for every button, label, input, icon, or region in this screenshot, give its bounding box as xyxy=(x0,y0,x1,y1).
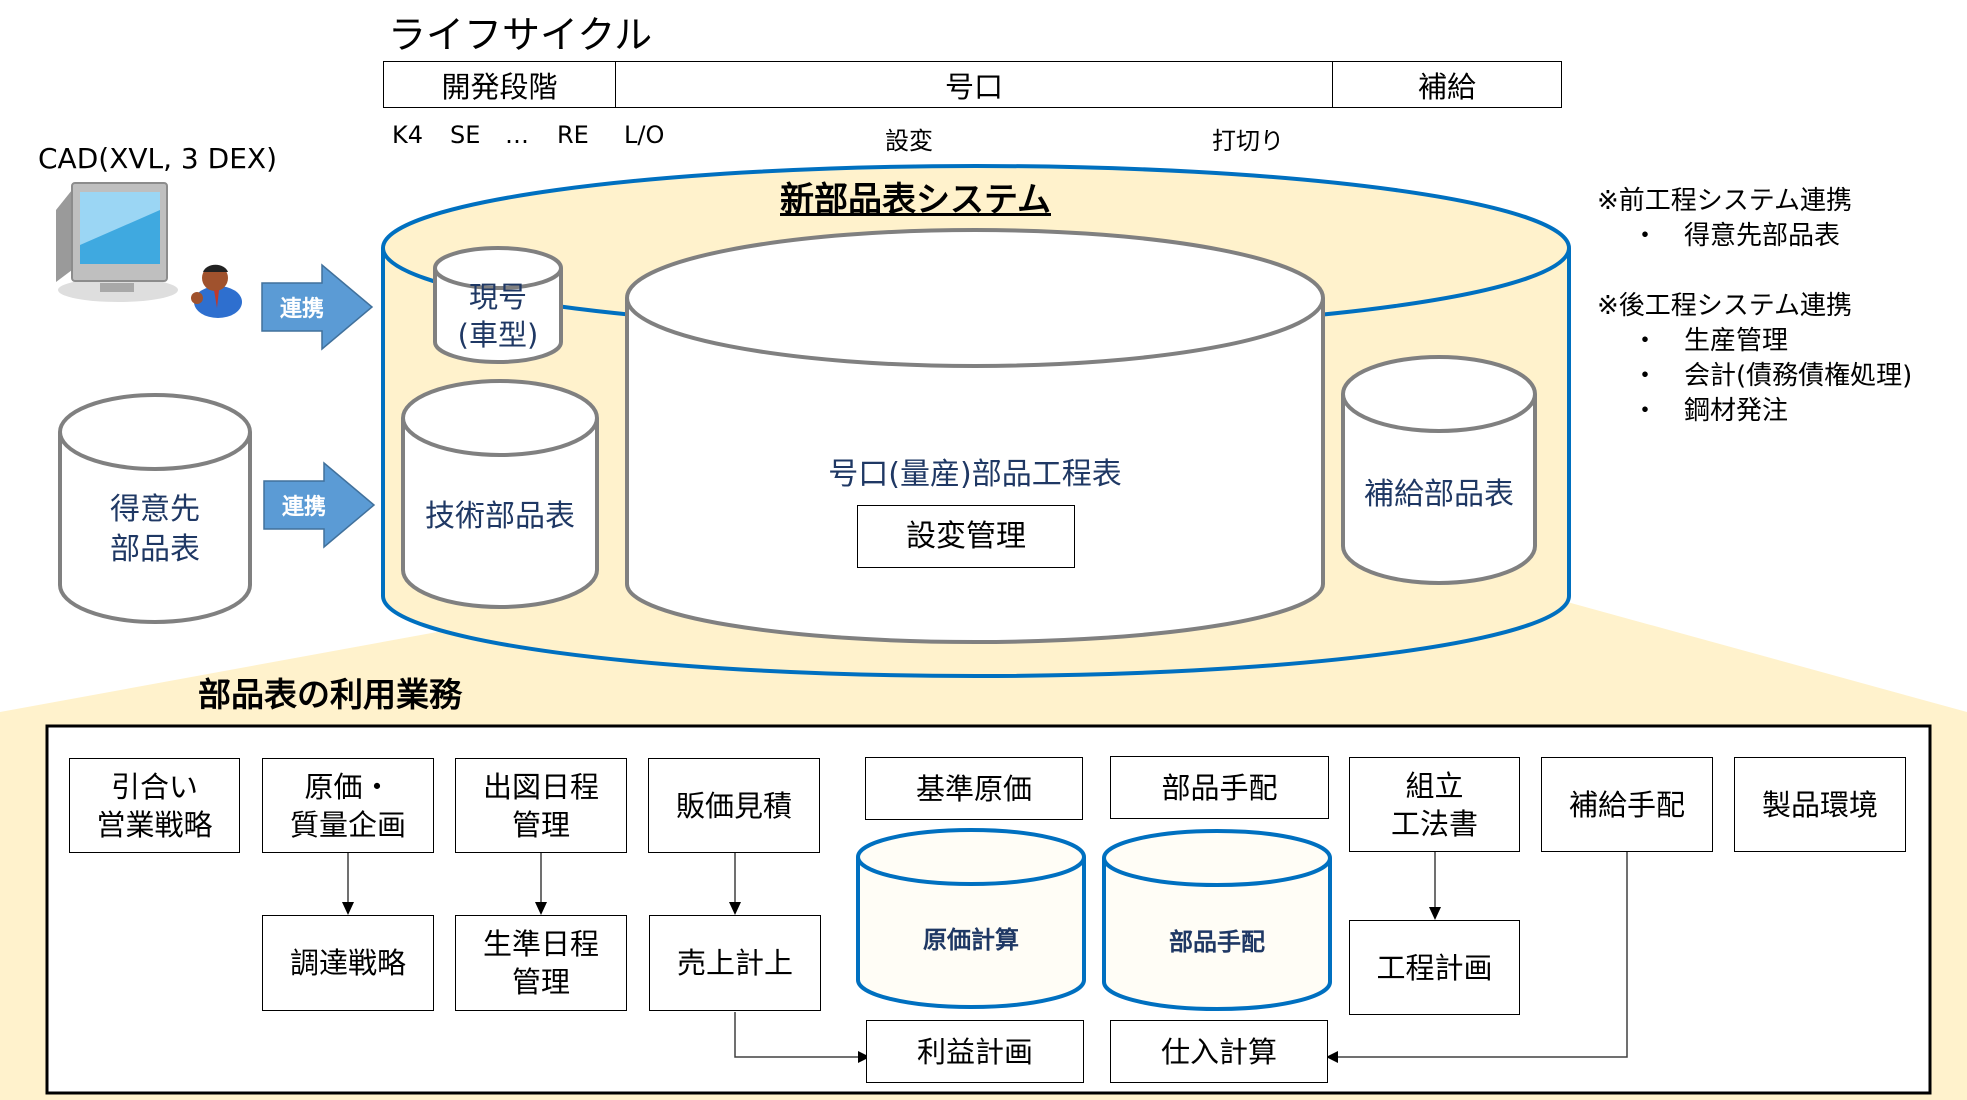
usage-box-line: 営業戦略 xyxy=(96,807,213,842)
customer-bom-line2: 部品表 xyxy=(110,532,200,567)
milestone-re: RE xyxy=(557,121,589,149)
usage-box-line: 出図日程 xyxy=(482,769,599,804)
parts-order-db-label: 部品手配 xyxy=(1169,928,1265,956)
usage-box-assembly-manual: 組立工法書 xyxy=(1349,757,1520,852)
usage-box-sales-recording: 売上計上 xyxy=(649,915,821,1011)
milestone-se: SE xyxy=(450,121,481,149)
connectors xyxy=(347,852,1628,1058)
link-arrow-customer xyxy=(263,461,376,549)
usage-box-cost-planning: 原価・質量企画 xyxy=(262,758,434,853)
usage-box-line: 管理 xyxy=(511,965,570,999)
usage-box-drawing-schedule: 出図日程管理 xyxy=(455,758,627,853)
current-model-label: 現号 (車型) xyxy=(435,276,561,356)
lifecycle-title: ライフサイクル xyxy=(388,13,653,57)
arrowheads xyxy=(342,902,1441,1063)
usage-box-product-environment: 製品環境 xyxy=(1734,757,1906,852)
usage-box-parts-order: 部品手配 xyxy=(1110,756,1329,819)
usage-title: 部品表の利用業務 xyxy=(198,675,462,714)
usage-box-service-order: 補給手配 xyxy=(1541,757,1713,852)
usage-box-price-estimate: 販価見積 xyxy=(648,758,820,853)
current-model-line2: (車型) xyxy=(457,318,539,352)
downstream-bullet: ・ xyxy=(1632,326,1659,356)
usage-box-line: 質量企画 xyxy=(289,807,406,842)
engineering-bom-label: 技術部品表 xyxy=(425,498,575,534)
downstream-bullet: ・ xyxy=(1632,361,1659,391)
usage-box-standard-cost: 基準原価 xyxy=(865,757,1083,820)
usage-box-purchase-calc: 仕入計算 xyxy=(1110,1020,1328,1083)
downstream-item: 鋼材発注 xyxy=(1684,396,1789,426)
system-title: 新部品表システム xyxy=(780,180,1051,220)
downstream-note-title: ※後工程システム連携 xyxy=(1597,291,1853,321)
cost-calc-cylinder xyxy=(856,828,1086,1009)
usage-box-production-prep-schedule: 生準日程管理 xyxy=(455,915,627,1011)
milestone-ellipsis: … xyxy=(505,121,529,149)
usage-box-profit-plan: 利益計画 xyxy=(866,1020,1084,1083)
milestone-lo: L/O xyxy=(624,121,665,149)
upstream-item: 得意先部品表 xyxy=(1684,221,1841,251)
engineering-bom-cylinder xyxy=(401,379,599,609)
current-model-cylinder xyxy=(433,246,563,364)
usage-box-line: 原価・ xyxy=(304,769,392,804)
usage-box-line: 管理 xyxy=(511,807,570,842)
usage-box-line: 引合い xyxy=(110,769,198,804)
service-bom-label: 補給部品表 xyxy=(1364,476,1514,512)
cost-calc-label: 原価計算 xyxy=(923,926,1019,954)
usage-box-line: 組立 xyxy=(1405,768,1464,803)
link-label-customer: 連携 xyxy=(282,495,327,520)
phase-service: 補給 xyxy=(1417,69,1476,104)
usage-box-inquiry: 引合い営業戦略 xyxy=(69,758,240,853)
production-bom-label: 号口(量産)部品工程表 xyxy=(828,456,1122,492)
connector-service-to-purchase xyxy=(1338,852,1628,1058)
production-bom-cylinder xyxy=(625,228,1325,644)
downstream-item: 会計(債務債権処理) xyxy=(1684,361,1913,391)
usage-box-line: 工法書 xyxy=(1390,806,1478,841)
lifecycle-phase-bar: 開発段階 号口 補給 xyxy=(383,61,1562,108)
change-management-box: 設変管理 xyxy=(857,505,1075,568)
milestone-design-change: 設変 xyxy=(885,127,933,155)
milestone-end-of-production: 打切り xyxy=(1212,127,1284,155)
customer-bom-line1: 得意先 xyxy=(110,492,200,527)
upstream-note-title: ※前工程システム連携 xyxy=(1597,186,1853,216)
service-bom-cylinder xyxy=(1341,355,1537,585)
upstream-bullet: ・ xyxy=(1632,221,1659,251)
customer-bom-cylinder xyxy=(58,393,252,624)
link-label-cad: 連携 xyxy=(280,297,325,322)
usage-box-line: 生準日程 xyxy=(482,927,599,961)
parts-order-cylinder xyxy=(1102,829,1332,1011)
milestone-k4: K4 xyxy=(392,121,424,149)
customer-bom-label: 得意先 部品表 xyxy=(60,485,250,575)
downstream-item: 生産管理 xyxy=(1684,326,1789,356)
usage-box-procurement-strategy: 調達戦略 xyxy=(262,915,434,1011)
usage-box-process-plan: 工程計画 xyxy=(1349,920,1520,1015)
connector-sales-to-profit xyxy=(734,1012,858,1058)
downstream-bullet: ・ xyxy=(1632,396,1659,426)
user-icon xyxy=(191,264,242,318)
current-model-line1: 現号 xyxy=(468,280,527,314)
phase-mass-production: 号口 xyxy=(616,62,1333,107)
cad-label: CAD(XVL, 3 DEX) xyxy=(38,142,277,175)
link-arrow-cad xyxy=(261,263,374,351)
computer-monitor-icon xyxy=(56,182,178,302)
phase-development: 開発段階 xyxy=(384,62,616,107)
